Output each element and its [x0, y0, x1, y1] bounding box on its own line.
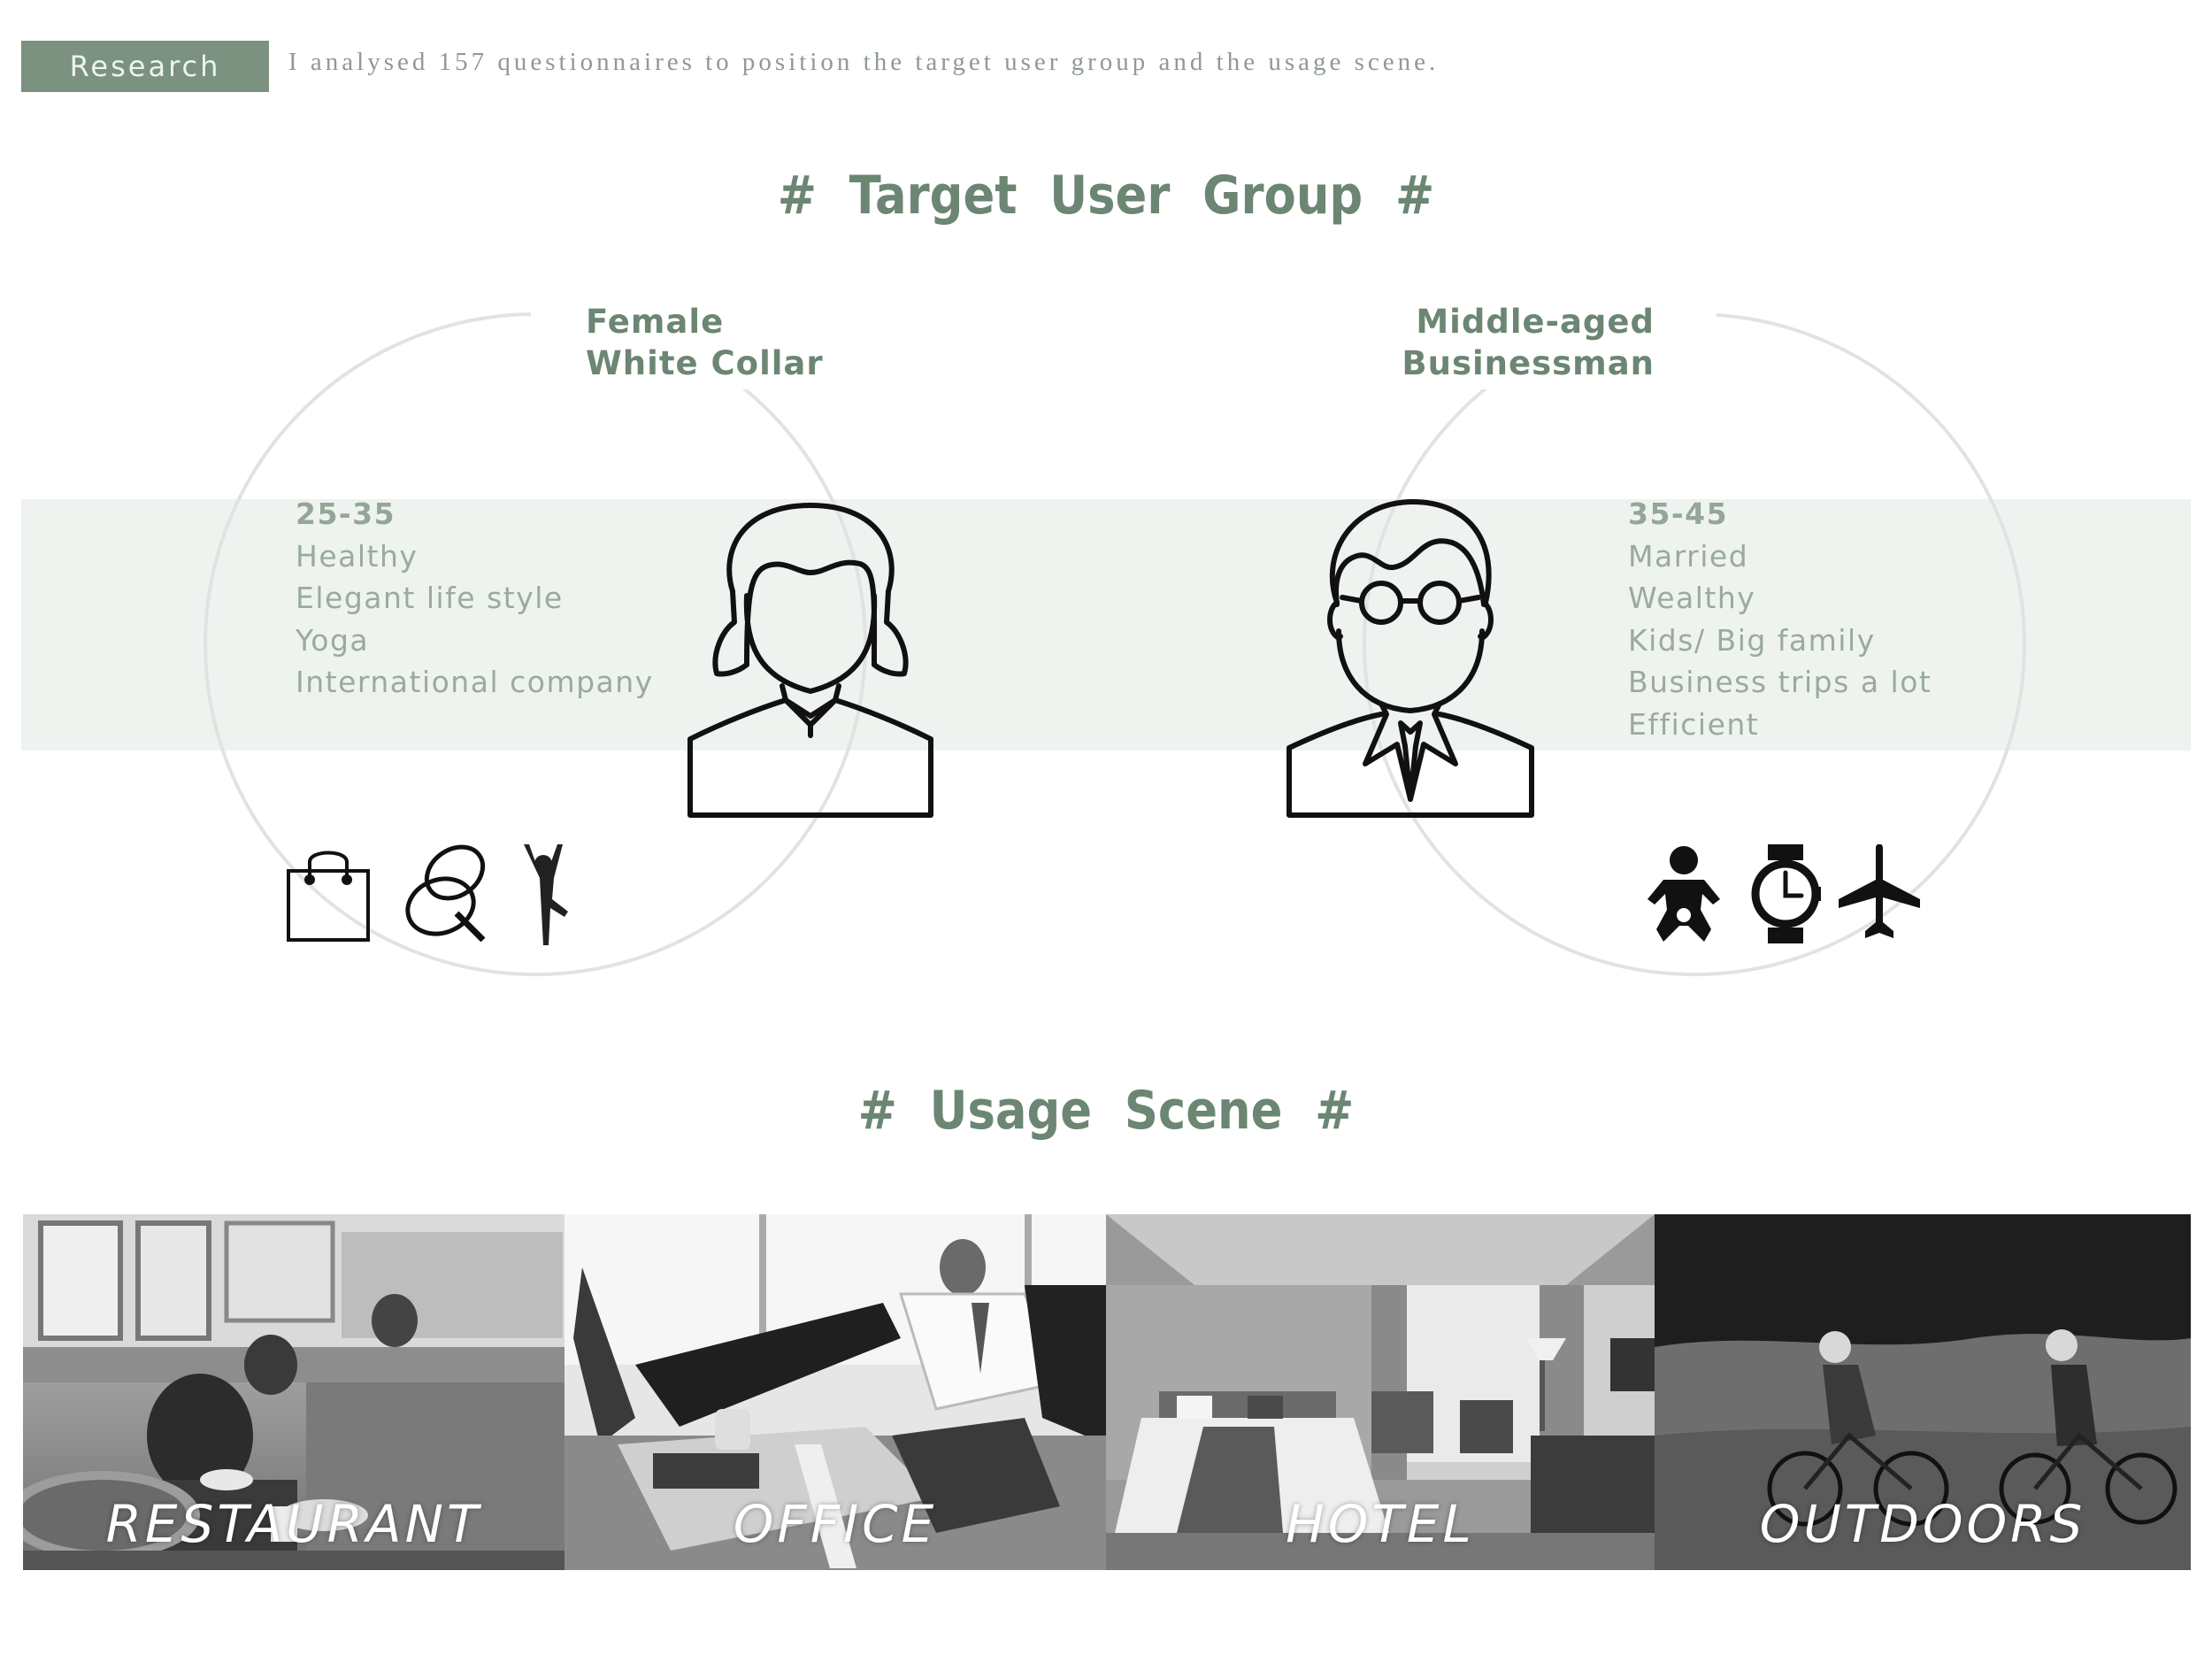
research-tag: Research	[21, 41, 269, 92]
intro-text: I analysed 157 questionnaires to positio…	[288, 48, 1440, 76]
male-trait: Wealthy	[1628, 581, 1756, 615]
male-trait: Married	[1628, 538, 1749, 574]
yoga-pose-icon	[515, 843, 572, 947]
male-group-label: Middle-aged Businessman	[1402, 303, 1655, 382]
compact-mirror-icon	[403, 843, 492, 942]
usage-scene-title: # Usage Scene #	[857, 1080, 1355, 1142]
scene-outdoors: OUTDOORS	[1655, 1214, 2191, 1570]
female-trait: Elegant life style	[296, 581, 564, 615]
scene-restaurant: RESTAURANT	[23, 1214, 565, 1570]
female-group-label: Female White Collar	[586, 303, 824, 382]
shopping-bag-icon	[285, 844, 372, 943]
baby-icon	[1646, 844, 1722, 943]
scene-caption: OFFICE	[733, 1494, 938, 1554]
female-trait: Healthy	[296, 538, 419, 574]
female-avatar-icon	[687, 498, 934, 826]
scene-office: OFFICE	[565, 1214, 1106, 1570]
wristwatch-icon	[1750, 844, 1821, 943]
scene-hotel: HOTEL	[1106, 1214, 1655, 1570]
scene-caption: HOTEL	[1286, 1494, 1475, 1554]
female-trait: Yoga	[296, 622, 370, 658]
male-trait: Business trips a lot	[1628, 665, 1932, 699]
male-trait: Efficient	[1628, 706, 1760, 742]
target-user-group-title: # Target User Group #	[777, 165, 1435, 227]
female-trait: International company	[296, 665, 654, 699]
male-circle-gap	[1380, 292, 1717, 389]
scene-caption: RESTAURANT	[105, 1494, 482, 1554]
male-trait: Kids/ Big family	[1628, 622, 1876, 658]
female-age-range: 25-35	[296, 497, 396, 531]
male-avatar-icon	[1284, 498, 1537, 826]
male-age-range: 35-45	[1628, 497, 1729, 531]
airplane-icon	[1837, 844, 1922, 943]
female-circle-gap	[531, 292, 849, 389]
male-traits-list: 35-45 Married Wealthy Kids/ Big family B…	[1628, 493, 1932, 745]
scene-caption: OUTDOORS	[1759, 1494, 2086, 1554]
female-traits-list: 25-35 Healthy Elegant life style Yoga In…	[296, 493, 654, 704]
